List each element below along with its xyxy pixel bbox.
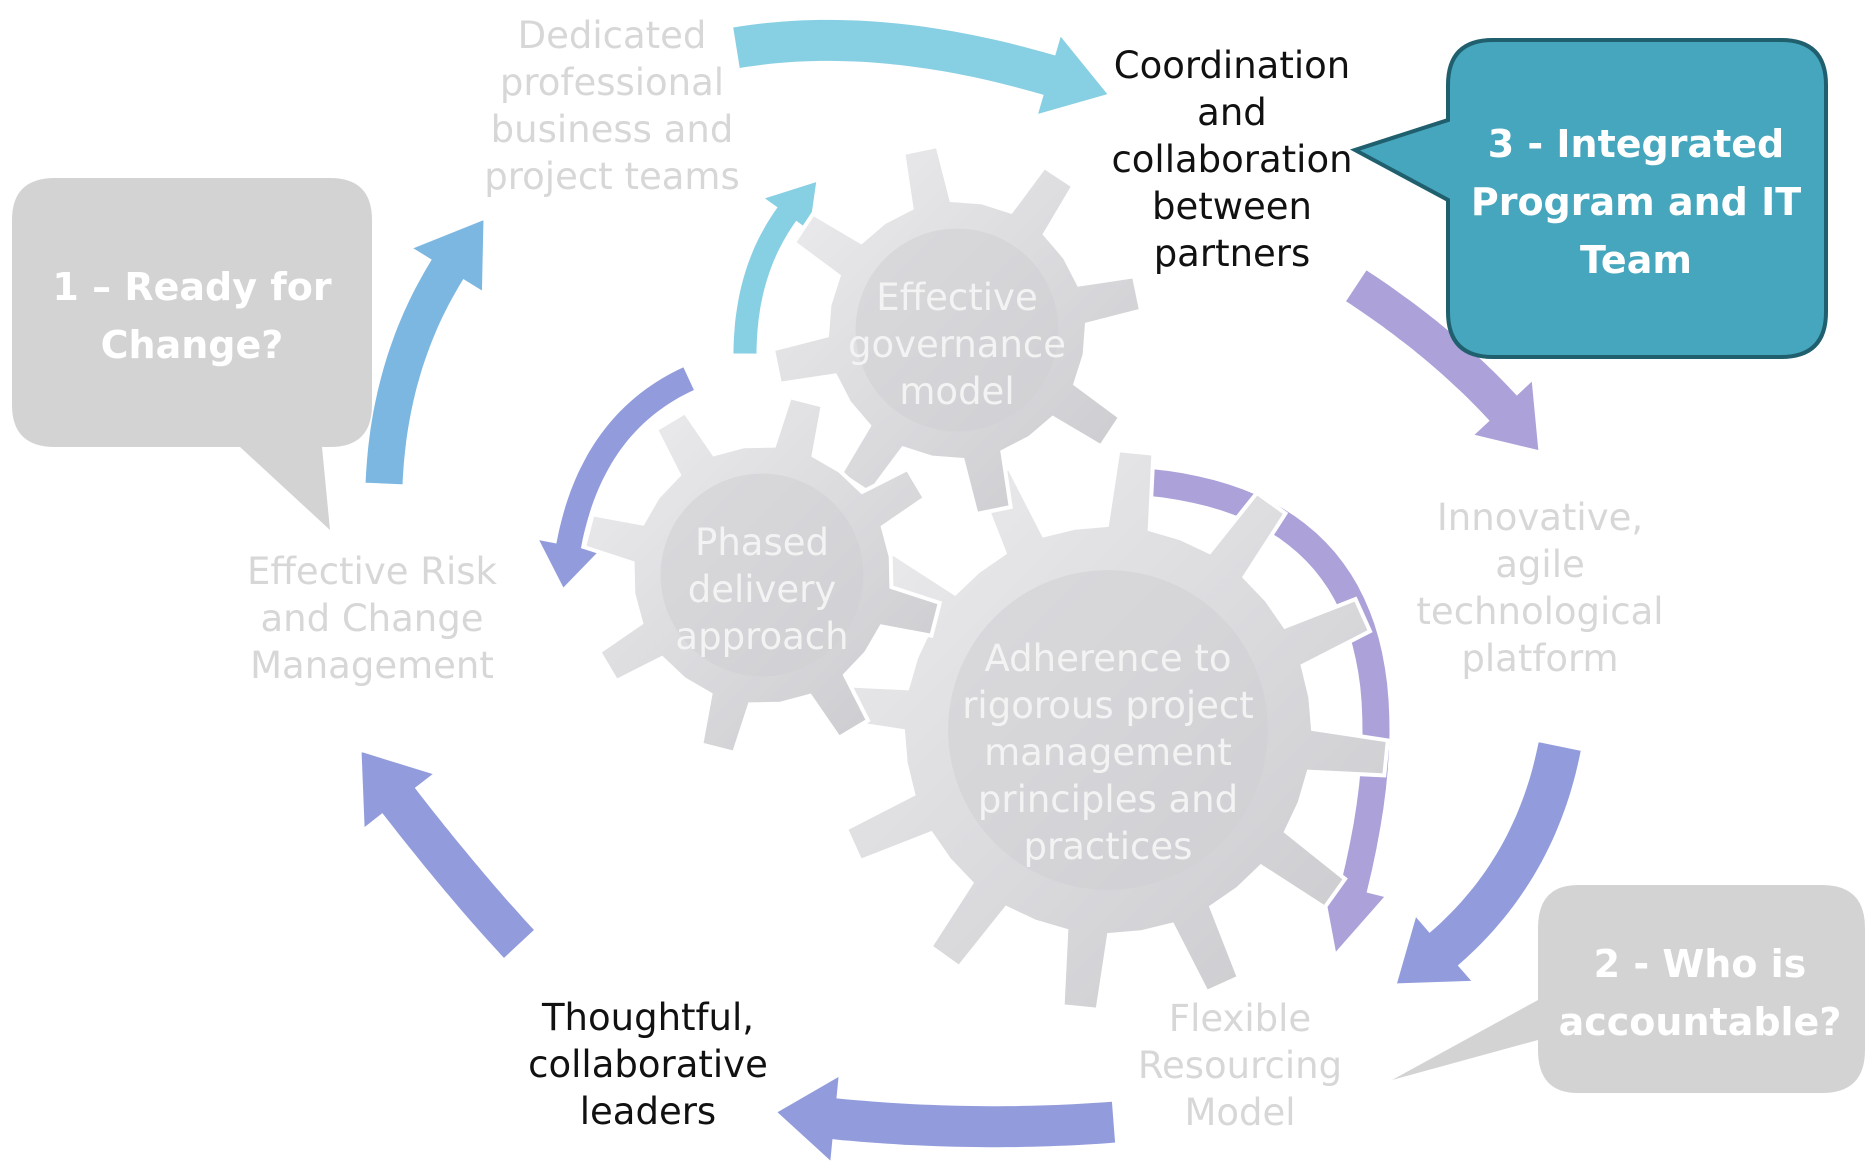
gears — [581, 143, 1390, 1012]
gear-phased-hub — [660, 473, 864, 677]
cycle-arrows — [358, 16, 1585, 1167]
arrow-right-lower — [1392, 738, 1585, 987]
arrow-left-upper — [362, 215, 487, 488]
bubble-ready — [12, 178, 372, 530]
arrow-inner-left — [533, 363, 698, 593]
arrow-top — [729, 16, 1113, 119]
bubble-integrated — [1349, 38, 1828, 359]
arrow-inner-top — [730, 177, 820, 357]
arrow-inner-right — [1109, 463, 1393, 959]
arrow-right-upper — [1341, 266, 1542, 454]
bubble-accountable — [1392, 885, 1865, 1093]
arrow-left-lower — [358, 747, 539, 963]
gear-governance-hub — [855, 228, 1059, 432]
label-thoughtful-leaders: Thoughtful,collaborative leaders — [528, 996, 768, 1133]
speech-bubbles — [12, 38, 1865, 1093]
gear-adherence-hub — [948, 570, 1268, 890]
arrow-bottom — [772, 1071, 1119, 1167]
